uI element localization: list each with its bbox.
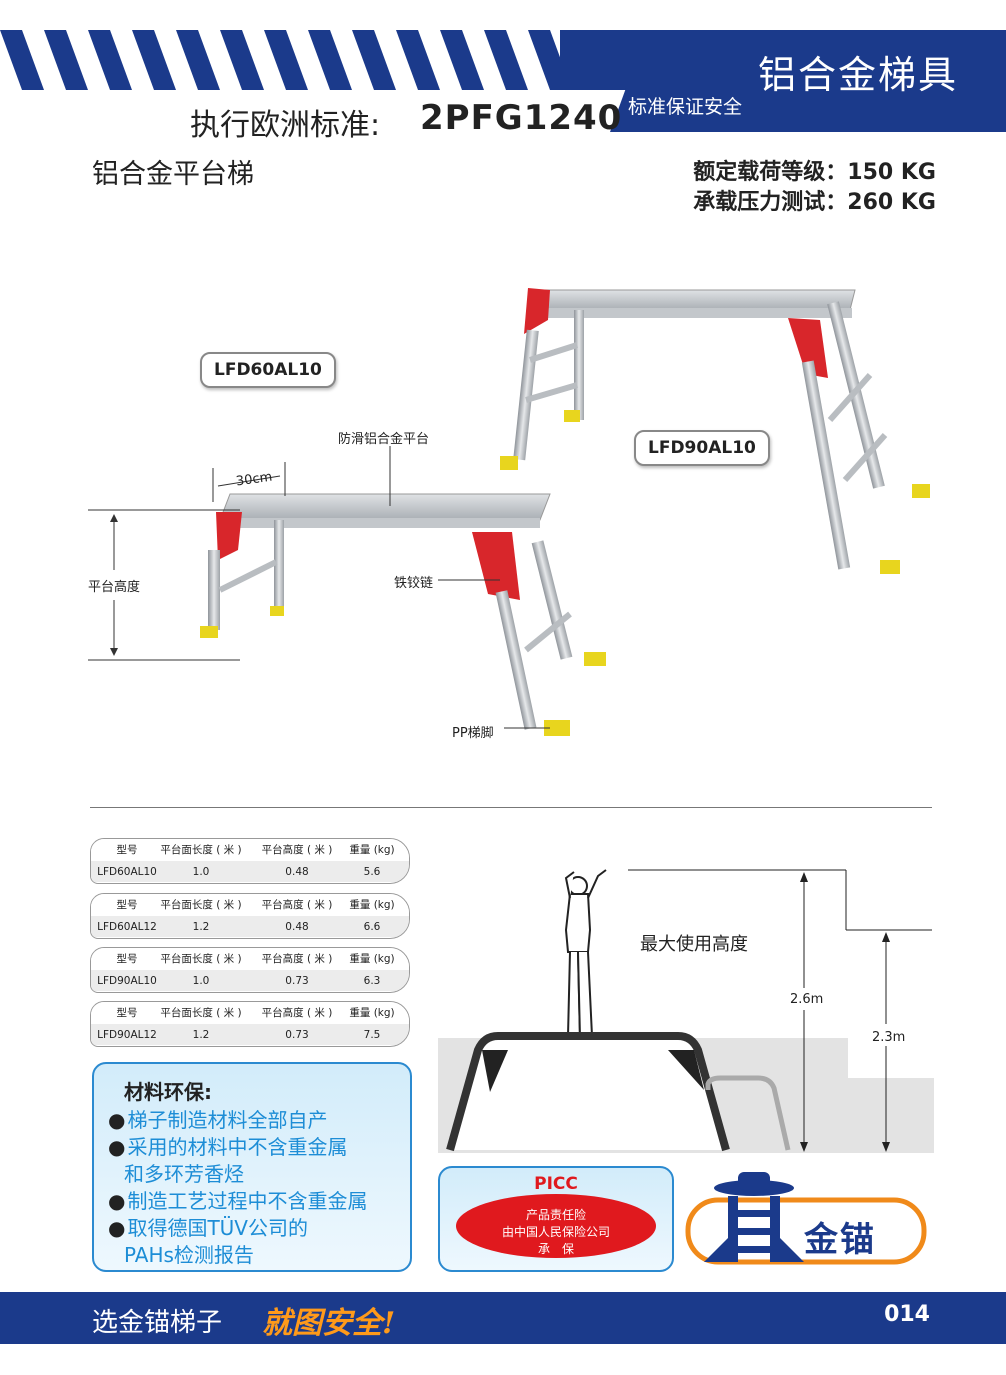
spec-weight: 6.6 xyxy=(363,920,381,933)
spec-value-row: LFD60AL12 1.2 0.48 6.6 xyxy=(91,916,409,937)
spec-table-2: 型号 平台面长度 ( 米 ) 平台高度 ( 米 ) 重量 (kg) LFD60A… xyxy=(90,893,410,939)
spec-header-row: 型号 平台面长度 ( 米 ) 平台高度 ( 米 ) 重量 (kg) xyxy=(91,894,409,915)
hinge-label: 铁铰链 xyxy=(394,576,434,591)
picc-line-3: 承 保 xyxy=(537,1242,574,1256)
footer-bar: 选金锚梯子 就图安全! 014 xyxy=(0,1292,1006,1344)
spec-model: LFD90AL10 xyxy=(97,974,157,987)
spec-value-row: LFD90AL10 1.0 0.73 6.3 xyxy=(91,970,409,991)
model-tag-large: LFD90AL10 xyxy=(634,430,770,466)
small-ladder-image xyxy=(200,493,606,736)
category-title: 铝合金梯具 xyxy=(757,53,958,97)
spec-header-length: 平台面长度 ( 米 ) xyxy=(160,953,242,965)
environment-item-cont: 和多环芳香烃 xyxy=(124,1162,244,1186)
brand-logo: 金锚 xyxy=(684,1168,930,1268)
spec-weight: 6.3 xyxy=(363,974,381,987)
spec-height: 0.48 xyxy=(285,920,309,933)
product-name: 铝合金平台梯 xyxy=(92,159,254,190)
spec-model: LFD90AL12 xyxy=(97,1028,157,1041)
foot-label: PP梯脚 xyxy=(452,726,494,741)
test-load: 承载压力测试：260 KG xyxy=(693,190,936,215)
usage-height-illustration xyxy=(438,869,934,1153)
brand-logo-text: 金锚 xyxy=(804,1220,876,1260)
spec-table-1: 型号 平台面长度 ( 米 ) 平台高度 ( 米 ) 重量 (kg) LFD60A… xyxy=(90,838,410,884)
environment-item-cont: PAHs检测报告 xyxy=(124,1243,254,1267)
anchor-ladder-icon xyxy=(685,1172,927,1265)
spec-header-model: 型号 xyxy=(116,844,138,856)
environment-item: ●取得德国TÜV公司的 xyxy=(108,1216,308,1240)
spec-table-4: 型号 平台面长度 ( 米 ) 平台高度 ( 米 ) 重量 (kg) LFD90A… xyxy=(90,1001,410,1047)
page-number: 014 xyxy=(884,1302,930,1327)
bullet-icon: ● xyxy=(108,1108,126,1132)
spec-header-weight: 重量 (kg) xyxy=(349,1007,395,1019)
person-silhouette xyxy=(564,869,607,1040)
bullet-icon: ● xyxy=(108,1216,126,1240)
spec-height: 0.73 xyxy=(285,974,309,987)
standard-code: 2PFG1240 xyxy=(420,98,623,138)
spec-header-weight: 重量 (kg) xyxy=(349,899,395,911)
environment-item: ●采用的材料中不含重金属 xyxy=(108,1135,348,1159)
environment-box: 材料环保: ●梯子制造材料全部自产 ●采用的材料中不含重金属 和多环芳香烃 ●制… xyxy=(92,1062,412,1272)
category-subtitle: 标准保证安全 xyxy=(628,96,743,118)
header-stripe-band xyxy=(0,30,1006,90)
large-ladder-image xyxy=(500,288,930,574)
picc-insurance-box: PICC 产品责任险 由中国人民保险公司 承 保 xyxy=(438,1166,674,1272)
max-height-label: 最大使用高度 xyxy=(640,934,748,955)
environment-title: 材料环保: xyxy=(124,1080,212,1104)
spec-header-model: 型号 xyxy=(116,899,138,911)
spec-length: 1.0 xyxy=(192,974,210,987)
footer-slogan: 就图安全! xyxy=(262,1306,396,1341)
spec-weight: 5.6 xyxy=(363,865,381,878)
spec-length: 1.2 xyxy=(192,1028,210,1041)
footer-brand-text: 选金锚梯子 xyxy=(92,1308,223,1338)
product-illustration xyxy=(88,288,930,736)
spec-weight: 7.5 xyxy=(363,1028,381,1041)
spec-value-row: LFD90AL12 1.2 0.73 7.5 xyxy=(91,1024,409,1045)
spec-header-length: 平台面长度 ( 米 ) xyxy=(160,1007,242,1019)
bullet-icon: ● xyxy=(108,1189,126,1213)
spec-header-height: 平台高度 ( 米 ) xyxy=(261,899,333,911)
spec-header-length: 平台面长度 ( 米 ) xyxy=(160,899,242,911)
spec-value-row: LFD60AL10 1.0 0.48 5.6 xyxy=(91,861,409,882)
spec-model: LFD60AL10 xyxy=(97,865,157,878)
spec-height: 0.73 xyxy=(285,1028,309,1041)
spec-header-model: 型号 xyxy=(116,953,138,965)
height-label: 平台高度 xyxy=(88,580,141,595)
spec-header-length: 平台面长度 ( 米 ) xyxy=(160,844,242,856)
standard-label: 执行欧洲标准: xyxy=(190,108,381,143)
spec-table-3: 型号 平台面长度 ( 米 ) 平台高度 ( 米 ) 重量 (kg) LFD90A… xyxy=(90,947,410,993)
spec-header-height: 平台高度 ( 米 ) xyxy=(261,844,333,856)
spec-length: 1.2 xyxy=(192,920,210,933)
header-subtitle-band xyxy=(610,88,1006,132)
spec-header-height: 平台高度 ( 米 ) xyxy=(261,953,333,965)
picc-line-1: 产品责任险 xyxy=(525,1208,586,1222)
environment-item: ●制造工艺过程中不含重金属 xyxy=(108,1189,368,1213)
spec-height: 0.48 xyxy=(285,865,309,878)
picc-title: PICC xyxy=(534,1174,578,1194)
spec-header-height: 平台高度 ( 米 ) xyxy=(261,1007,333,1019)
spec-length: 1.0 xyxy=(192,865,210,878)
environment-item: ●梯子制造材料全部自产 xyxy=(108,1108,328,1132)
picc-oval xyxy=(456,1194,656,1258)
platform-label: 防滑铝合金平台 xyxy=(338,432,430,447)
spec-header-weight: 重量 (kg) xyxy=(349,953,395,965)
model-tag-small: LFD60AL10 xyxy=(200,352,336,388)
bullet-icon: ● xyxy=(108,1135,126,1159)
section-divider xyxy=(90,807,932,808)
picc-line-2: 由中国人民保险公司 xyxy=(501,1225,610,1239)
rated-load: 额定载荷等级：150 KG xyxy=(693,160,936,185)
spec-header-row: 型号 平台面长度 ( 米 ) 平台高度 ( 米 ) 重量 (kg) xyxy=(91,839,409,860)
spec-header-weight: 重量 (kg) xyxy=(349,844,395,856)
spec-header-row: 型号 平台面长度 ( 米 ) 平台高度 ( 米 ) 重量 (kg) xyxy=(91,948,409,969)
spec-model: LFD60AL12 xyxy=(97,920,157,933)
spec-header-row: 型号 平台面长度 ( 米 ) 平台高度 ( 米 ) 重量 (kg) xyxy=(91,1002,409,1023)
height-b-label: 2.3m xyxy=(872,1030,906,1045)
height-a-label: 2.6m xyxy=(790,992,824,1007)
spec-header-model: 型号 xyxy=(116,1007,138,1019)
